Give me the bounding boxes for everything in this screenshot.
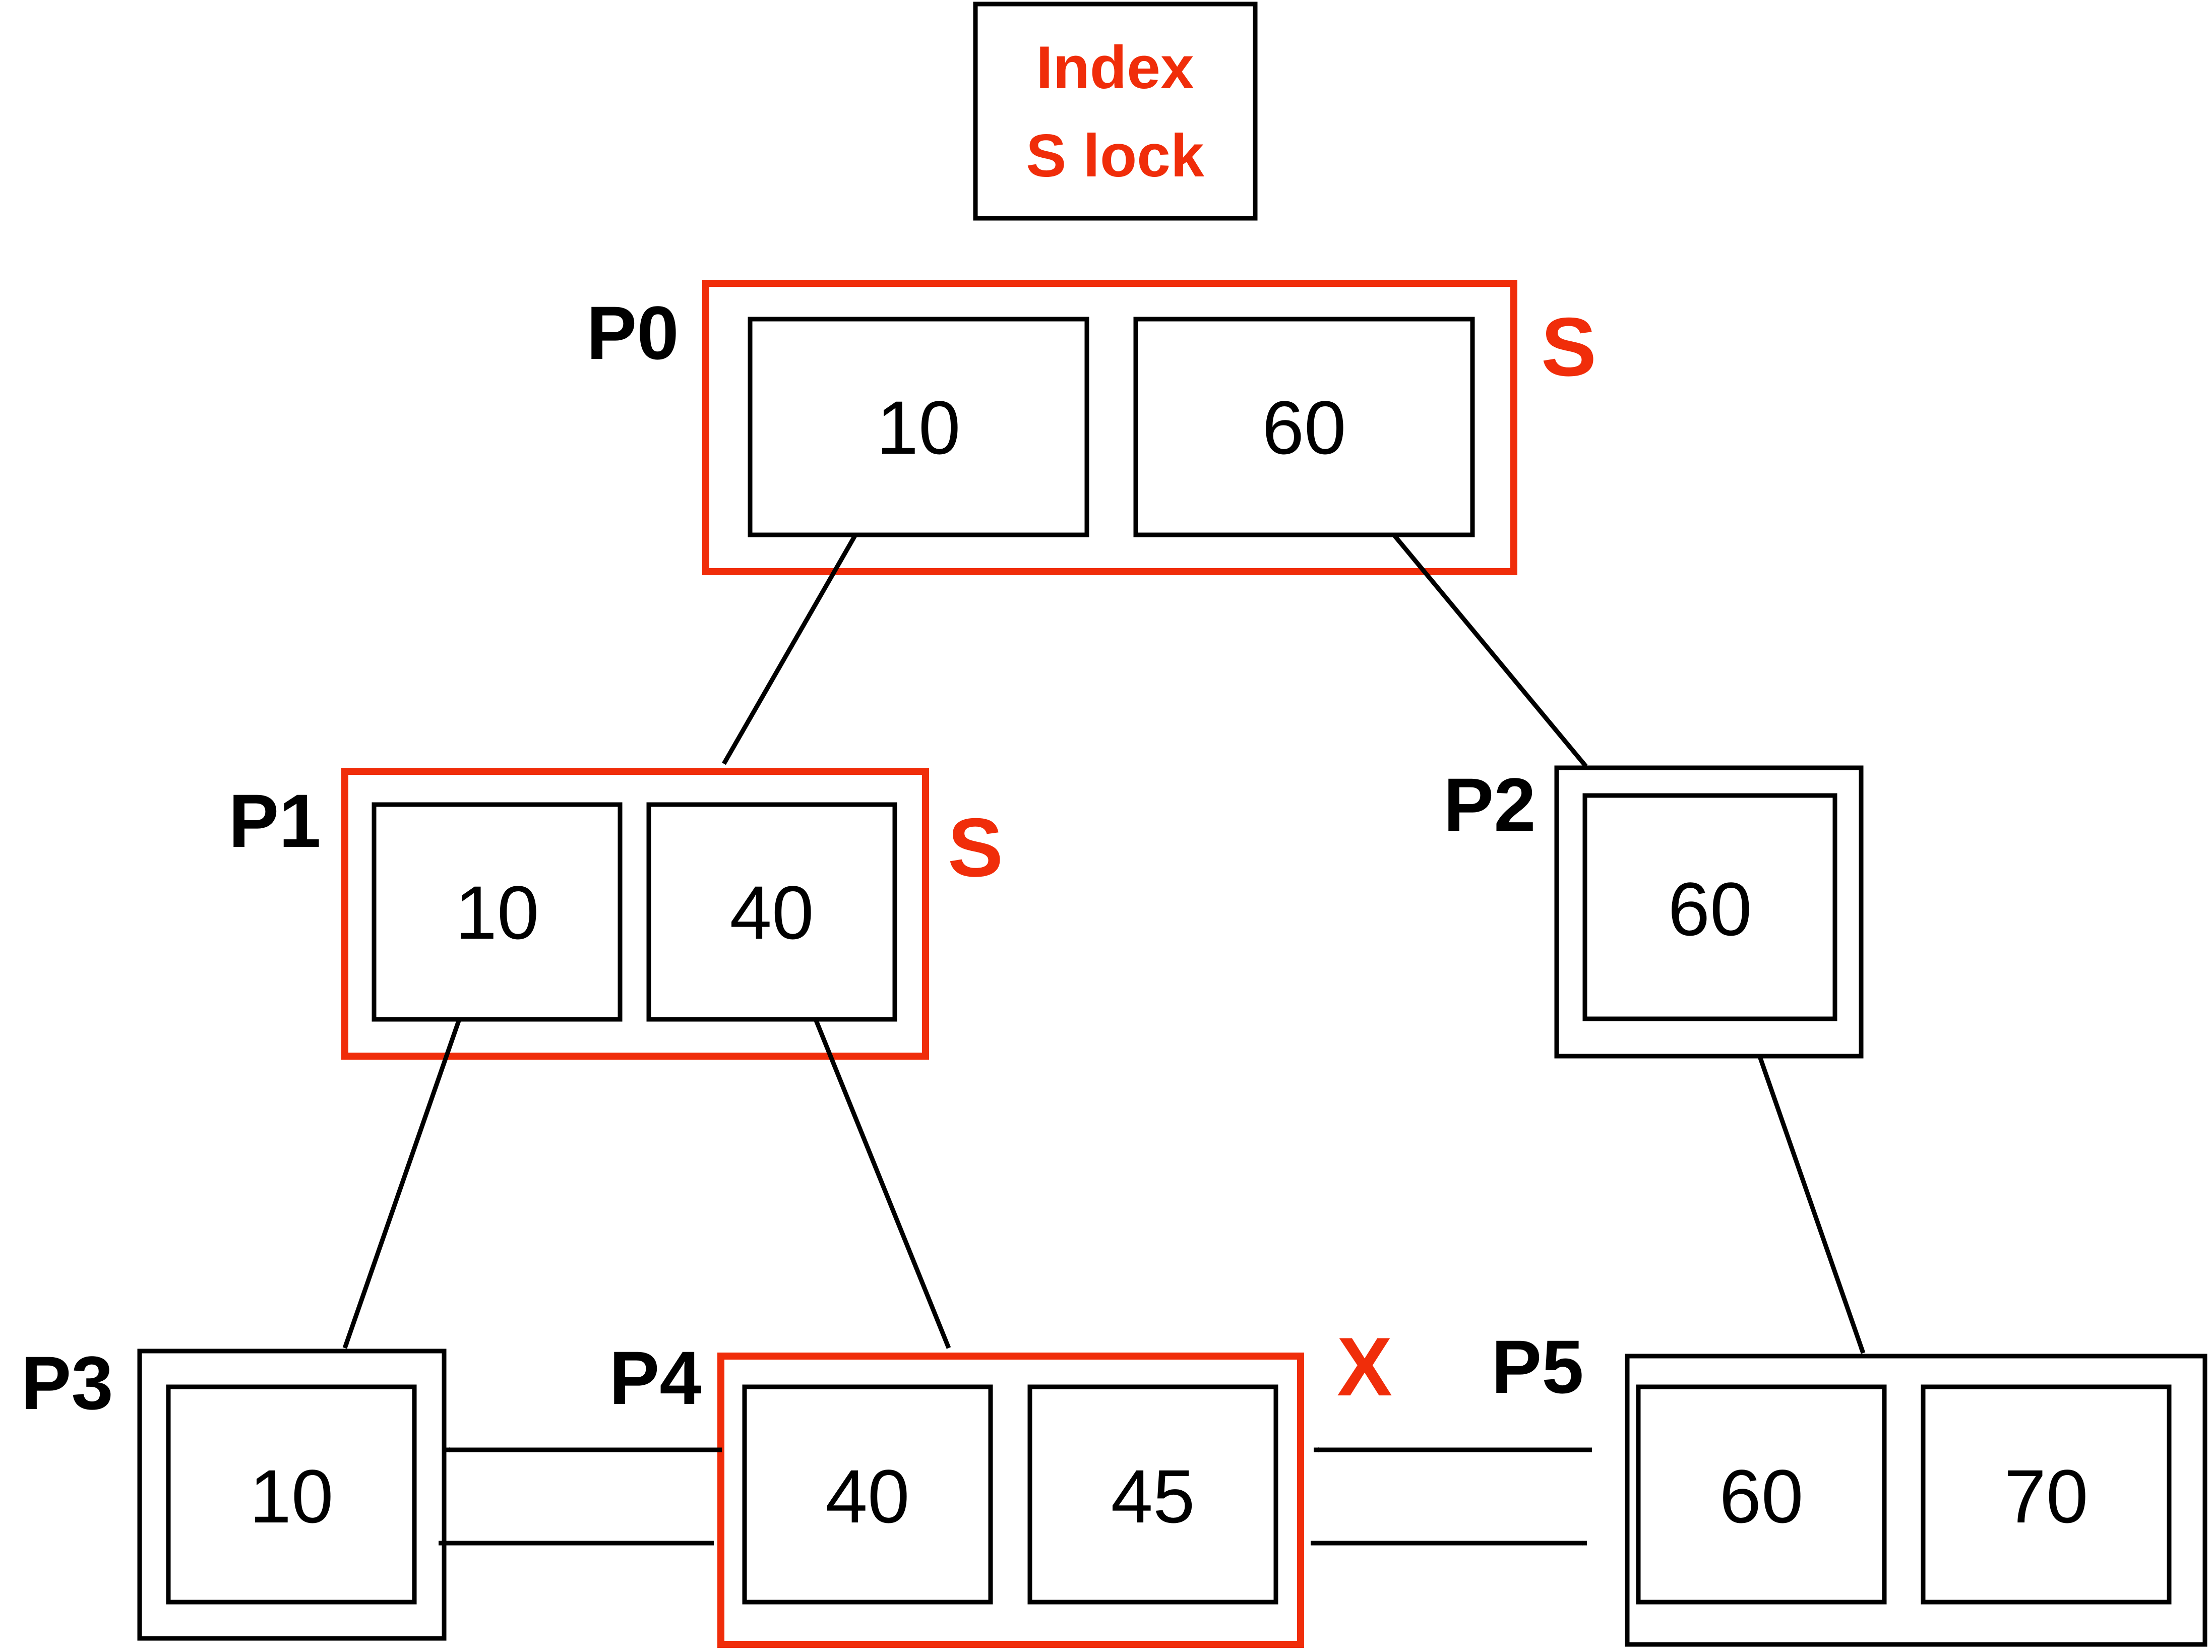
node-p3-key-1: 10: [250, 1454, 334, 1539]
node-p0-key-1: 10: [877, 385, 961, 470]
index-lock-box: Index S lock: [973, 2, 1258, 221]
node-p0-key-2: 60: [1262, 385, 1346, 470]
pointer-p2-to-p5: [1757, 1056, 1866, 1354]
node-p4-lock-badge: X: [1337, 1320, 1392, 1413]
node-p4-key-2: 45: [1111, 1454, 1195, 1539]
node-p2: 60 P2: [1443, 762, 1864, 1059]
node-p3: 10 P3: [21, 1340, 447, 1641]
node-p4-cell-2: [1027, 1384, 1278, 1605]
node-p4-label: P4: [609, 1335, 701, 1420]
node-p1-outline: [341, 768, 929, 1060]
node-p5-key-1: 60: [1719, 1454, 1804, 1539]
node-p2-label: P2: [1443, 762, 1535, 847]
node-p3-cell-1: [166, 1384, 417, 1605]
node-p4-outline: [717, 1353, 1304, 1648]
node-p5-label: P5: [1491, 1324, 1583, 1409]
node-p3-label: P3: [21, 1340, 113, 1425]
index-lock-line1: Index: [1036, 34, 1194, 101]
node-p0-cell-1: [748, 317, 1089, 537]
node-p1-lock-badge: S: [948, 801, 1003, 894]
node-p0-label: P0: [586, 290, 679, 375]
node-p5-key-2: 70: [2004, 1454, 2088, 1539]
node-p5-cell-1: [1636, 1384, 1887, 1605]
index-lock-line2: S lock: [1026, 122, 1204, 190]
node-p5-cell-2: [1921, 1384, 2172, 1605]
node-p1-key-2: 40: [730, 870, 814, 955]
node-p2-cell-1: [1582, 793, 1837, 1021]
node-p0: 10 60 P0 S: [586, 280, 1596, 575]
node-p5-outline: [1625, 1354, 2207, 1647]
sibling-links: [439, 1447, 1592, 1546]
node-p0-cell-2: [1133, 317, 1475, 537]
pointer-p1-to-p3: [342, 1018, 462, 1349]
node-p1-cell-2: [646, 802, 897, 1022]
node-p1-key-1: 10: [455, 870, 539, 955]
node-p5: 60 70 P5: [1491, 1324, 2207, 1647]
pointer-p1-to-p4: [813, 1018, 951, 1349]
node-p1-cell-1: [372, 802, 623, 1022]
node-p1: 10 40 P1 S: [228, 768, 1003, 1060]
node-p4-key-1: 40: [826, 1454, 910, 1539]
node-p2-outline: [1554, 765, 1864, 1059]
pointer-p0-to-p2: [1392, 533, 1588, 768]
node-p0-lock-badge: S: [1541, 300, 1596, 393]
node-p2-key-1: 60: [1668, 867, 1752, 951]
node-p3-outline: [137, 1349, 447, 1641]
node-p4-cell-1: [742, 1384, 993, 1605]
pointer-p0-to-p1: [722, 533, 857, 765]
child-pointers: [342, 533, 1866, 1354]
node-p0-outline: [702, 280, 1517, 575]
node-p4: 40 45 P4 X: [609, 1320, 1392, 1648]
node-p1-label: P1: [228, 778, 321, 863]
